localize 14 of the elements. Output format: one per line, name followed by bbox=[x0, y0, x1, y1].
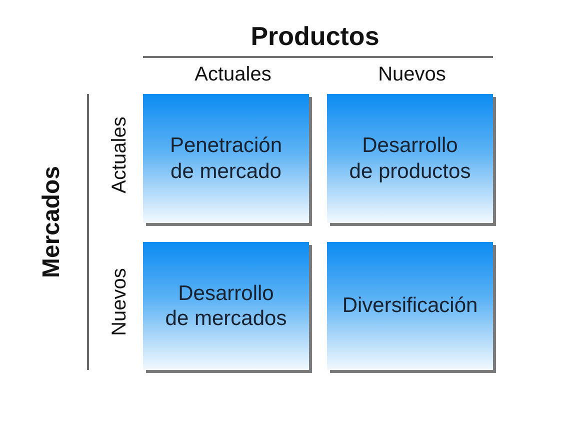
quadrant-box bbox=[143, 242, 309, 370]
quadrant-label: Desarrollo de productos bbox=[348, 133, 472, 184]
column-header: Actuales bbox=[194, 64, 272, 86]
quadrant-label: Penetración de mercado bbox=[169, 133, 283, 184]
quadrant-box bbox=[143, 94, 309, 223]
quadrant-label: Diversificación bbox=[342, 293, 478, 319]
quadrant-label: Desarrollo de mercados bbox=[164, 280, 288, 332]
column-header: Nuevos bbox=[378, 64, 446, 86]
row-header: Nuevos bbox=[108, 268, 132, 336]
quadrant-box bbox=[327, 242, 493, 370]
quadrant-box bbox=[327, 94, 493, 223]
axis-title: Mercados bbox=[38, 166, 66, 278]
row-header: Actuales bbox=[108, 116, 132, 194]
axis-title: Productos bbox=[250, 22, 380, 52]
